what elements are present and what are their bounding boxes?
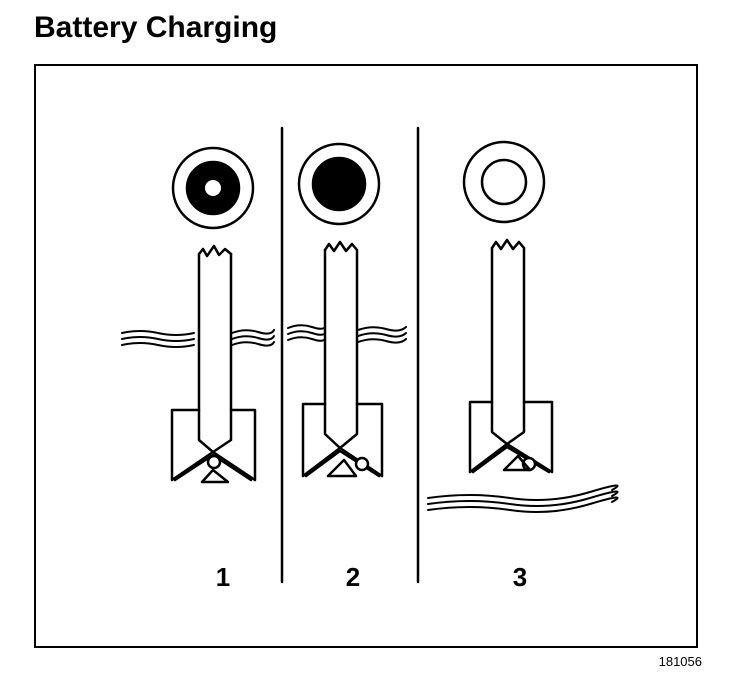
panel-number-3: 3 (513, 562, 527, 592)
panel-number-1: 1 (216, 562, 230, 592)
hydrometer-3 (468, 238, 554, 474)
indicator-eye-3 (462, 140, 546, 224)
electrolyte-level-2 (287, 324, 407, 344)
panel-2 (287, 142, 407, 478)
panel-number-2: 2 (346, 562, 360, 592)
hydrometer-2 (301, 240, 384, 478)
page-title: Battery Charging (34, 11, 278, 44)
electrolyte-level-1 (121, 329, 275, 348)
electrolyte-level-3 (427, 484, 619, 513)
figure-id: 181056 (658, 654, 702, 669)
panel-1 (121, 146, 275, 484)
panel-3 (427, 140, 619, 513)
figure-frame (34, 64, 698, 648)
indicator-eye-2 (297, 142, 381, 226)
indicator-eye-1 (171, 146, 255, 230)
hydrometer-1 (170, 244, 257, 484)
